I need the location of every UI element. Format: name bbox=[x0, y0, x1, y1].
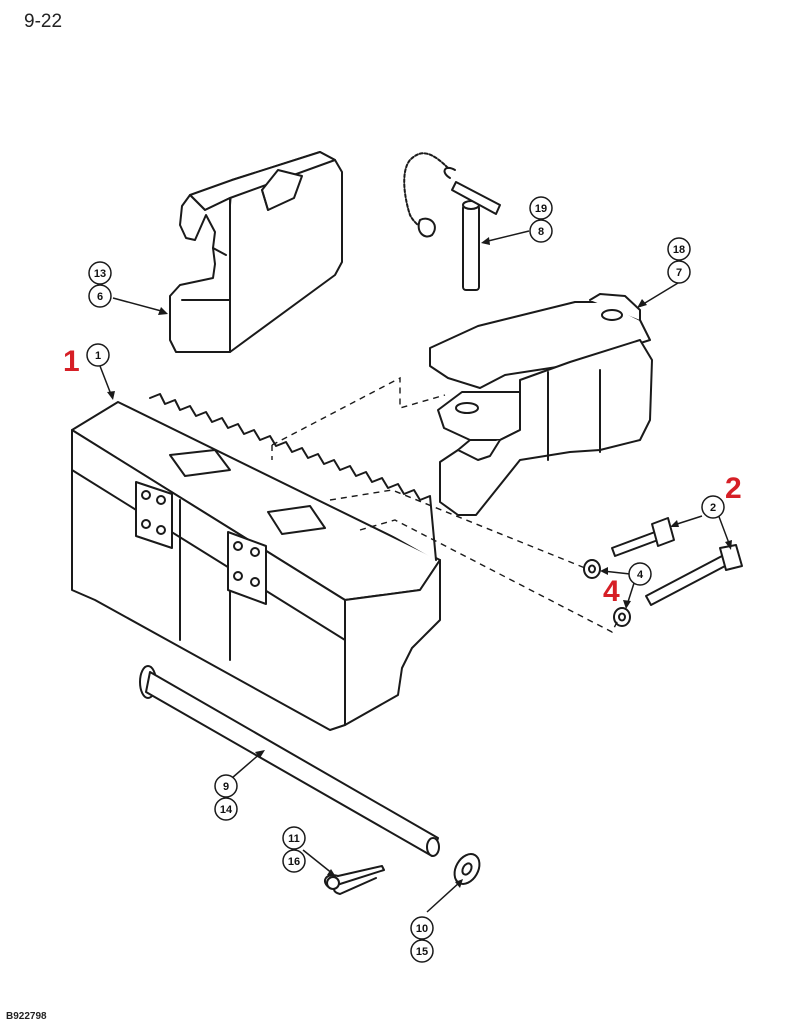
callout-10: 10 bbox=[410, 916, 434, 940]
washers-drawing bbox=[583, 559, 631, 627]
svg-text:1: 1 bbox=[95, 350, 101, 362]
svg-text:16: 16 bbox=[288, 856, 300, 868]
red-markers: 1 2 4 bbox=[63, 345, 742, 608]
callout-16: 16 bbox=[282, 849, 306, 873]
callout-19: 19 bbox=[529, 196, 553, 220]
flat-washer-drawing bbox=[453, 853, 481, 885]
svg-text:4: 4 bbox=[637, 569, 644, 581]
svg-text:14: 14 bbox=[220, 804, 233, 816]
svg-text:11: 11 bbox=[288, 833, 300, 845]
callout-11: 11 bbox=[282, 826, 306, 850]
weight-block-drawing bbox=[71, 393, 441, 731]
svg-text:7: 7 bbox=[676, 267, 682, 279]
leader-arrowheads bbox=[107, 237, 732, 888]
callout-15: 15 bbox=[410, 939, 434, 963]
weight-plate-drawing bbox=[169, 151, 343, 353]
svg-text:9: 9 bbox=[223, 781, 229, 793]
callout-2: 2 bbox=[701, 495, 725, 519]
red-marker-4: 4 bbox=[603, 575, 620, 608]
svg-text:19: 19 bbox=[535, 203, 547, 215]
callout-1: 1 bbox=[86, 343, 110, 367]
callout-18: 18 bbox=[667, 237, 691, 261]
alignment-lines bbox=[271, 376, 619, 633]
callout-8: 8 bbox=[529, 219, 553, 243]
hitch-pin-drawing bbox=[403, 152, 501, 291]
rod-drawing bbox=[139, 665, 440, 857]
red-marker-1: 1 bbox=[63, 345, 80, 378]
svg-text:6: 6 bbox=[97, 291, 103, 303]
figure-code: B922798 bbox=[6, 1011, 47, 1022]
callout-9: 9 bbox=[214, 774, 238, 798]
red-marker-2: 2 bbox=[725, 472, 742, 505]
bolts-drawing bbox=[611, 517, 743, 606]
callout-6: 6 bbox=[88, 284, 112, 308]
callout-14: 14 bbox=[214, 797, 238, 821]
page-number: 9-22 bbox=[24, 11, 63, 32]
callout-13: 13 bbox=[88, 261, 112, 285]
svg-text:8: 8 bbox=[538, 226, 544, 238]
cotter-pin-drawing bbox=[323, 865, 385, 895]
svg-text:13: 13 bbox=[94, 268, 106, 280]
svg-text:15: 15 bbox=[416, 946, 428, 958]
svg-text:18: 18 bbox=[673, 244, 685, 256]
bracket-drawing bbox=[429, 293, 653, 516]
svg-text:2: 2 bbox=[710, 502, 716, 514]
callout-4: 4 bbox=[628, 562, 652, 586]
leader-lines bbox=[99, 230, 731, 913]
callout-7: 7 bbox=[667, 260, 691, 284]
svg-text:10: 10 bbox=[416, 923, 428, 935]
